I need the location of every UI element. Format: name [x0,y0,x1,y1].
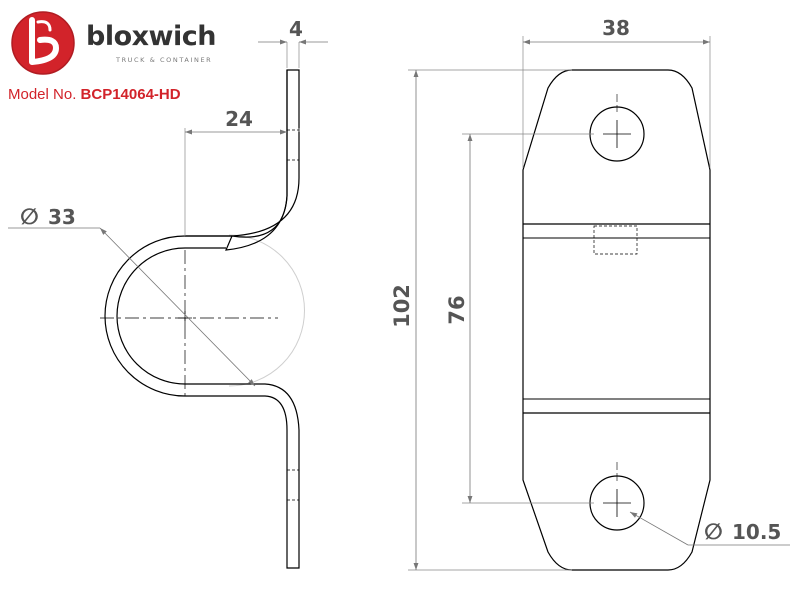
brand-tagline: TRUCK & CONTAINER [116,56,213,64]
dim-diameter-symbol: ∅ [20,205,39,230]
dim-thickness: 4 [289,17,303,41]
dim-inner-diameter: 33 [48,205,76,229]
bracket-profile [104,70,300,569]
dim-width: 38 [602,16,630,40]
model-label: Model No. [8,86,77,103]
brand-name: bloxwich [86,21,216,52]
dim-overall-length: 102 [390,284,414,328]
tube-phantom [228,234,305,387]
model-code: BCP14064-HD [80,86,181,103]
dim-hole-diameter-symbol: ∅ [704,520,723,545]
brand-header: bloxwich TRUCK & CONTAINER [10,8,230,78]
dim-hole-centers: 76 [445,295,469,324]
front-view: 38 102 76 ∅ 10.5 [390,16,790,571]
bloxwich-logo-icon [11,11,75,75]
side-view: 4 24 ∅ 33 [8,17,328,569]
plate-outline [522,69,711,571]
model-number: Model No. BCP14064-HD [8,86,181,103]
dim-offset: 24 [225,107,253,131]
dim-hole-diameter: 10.5 [732,520,781,544]
